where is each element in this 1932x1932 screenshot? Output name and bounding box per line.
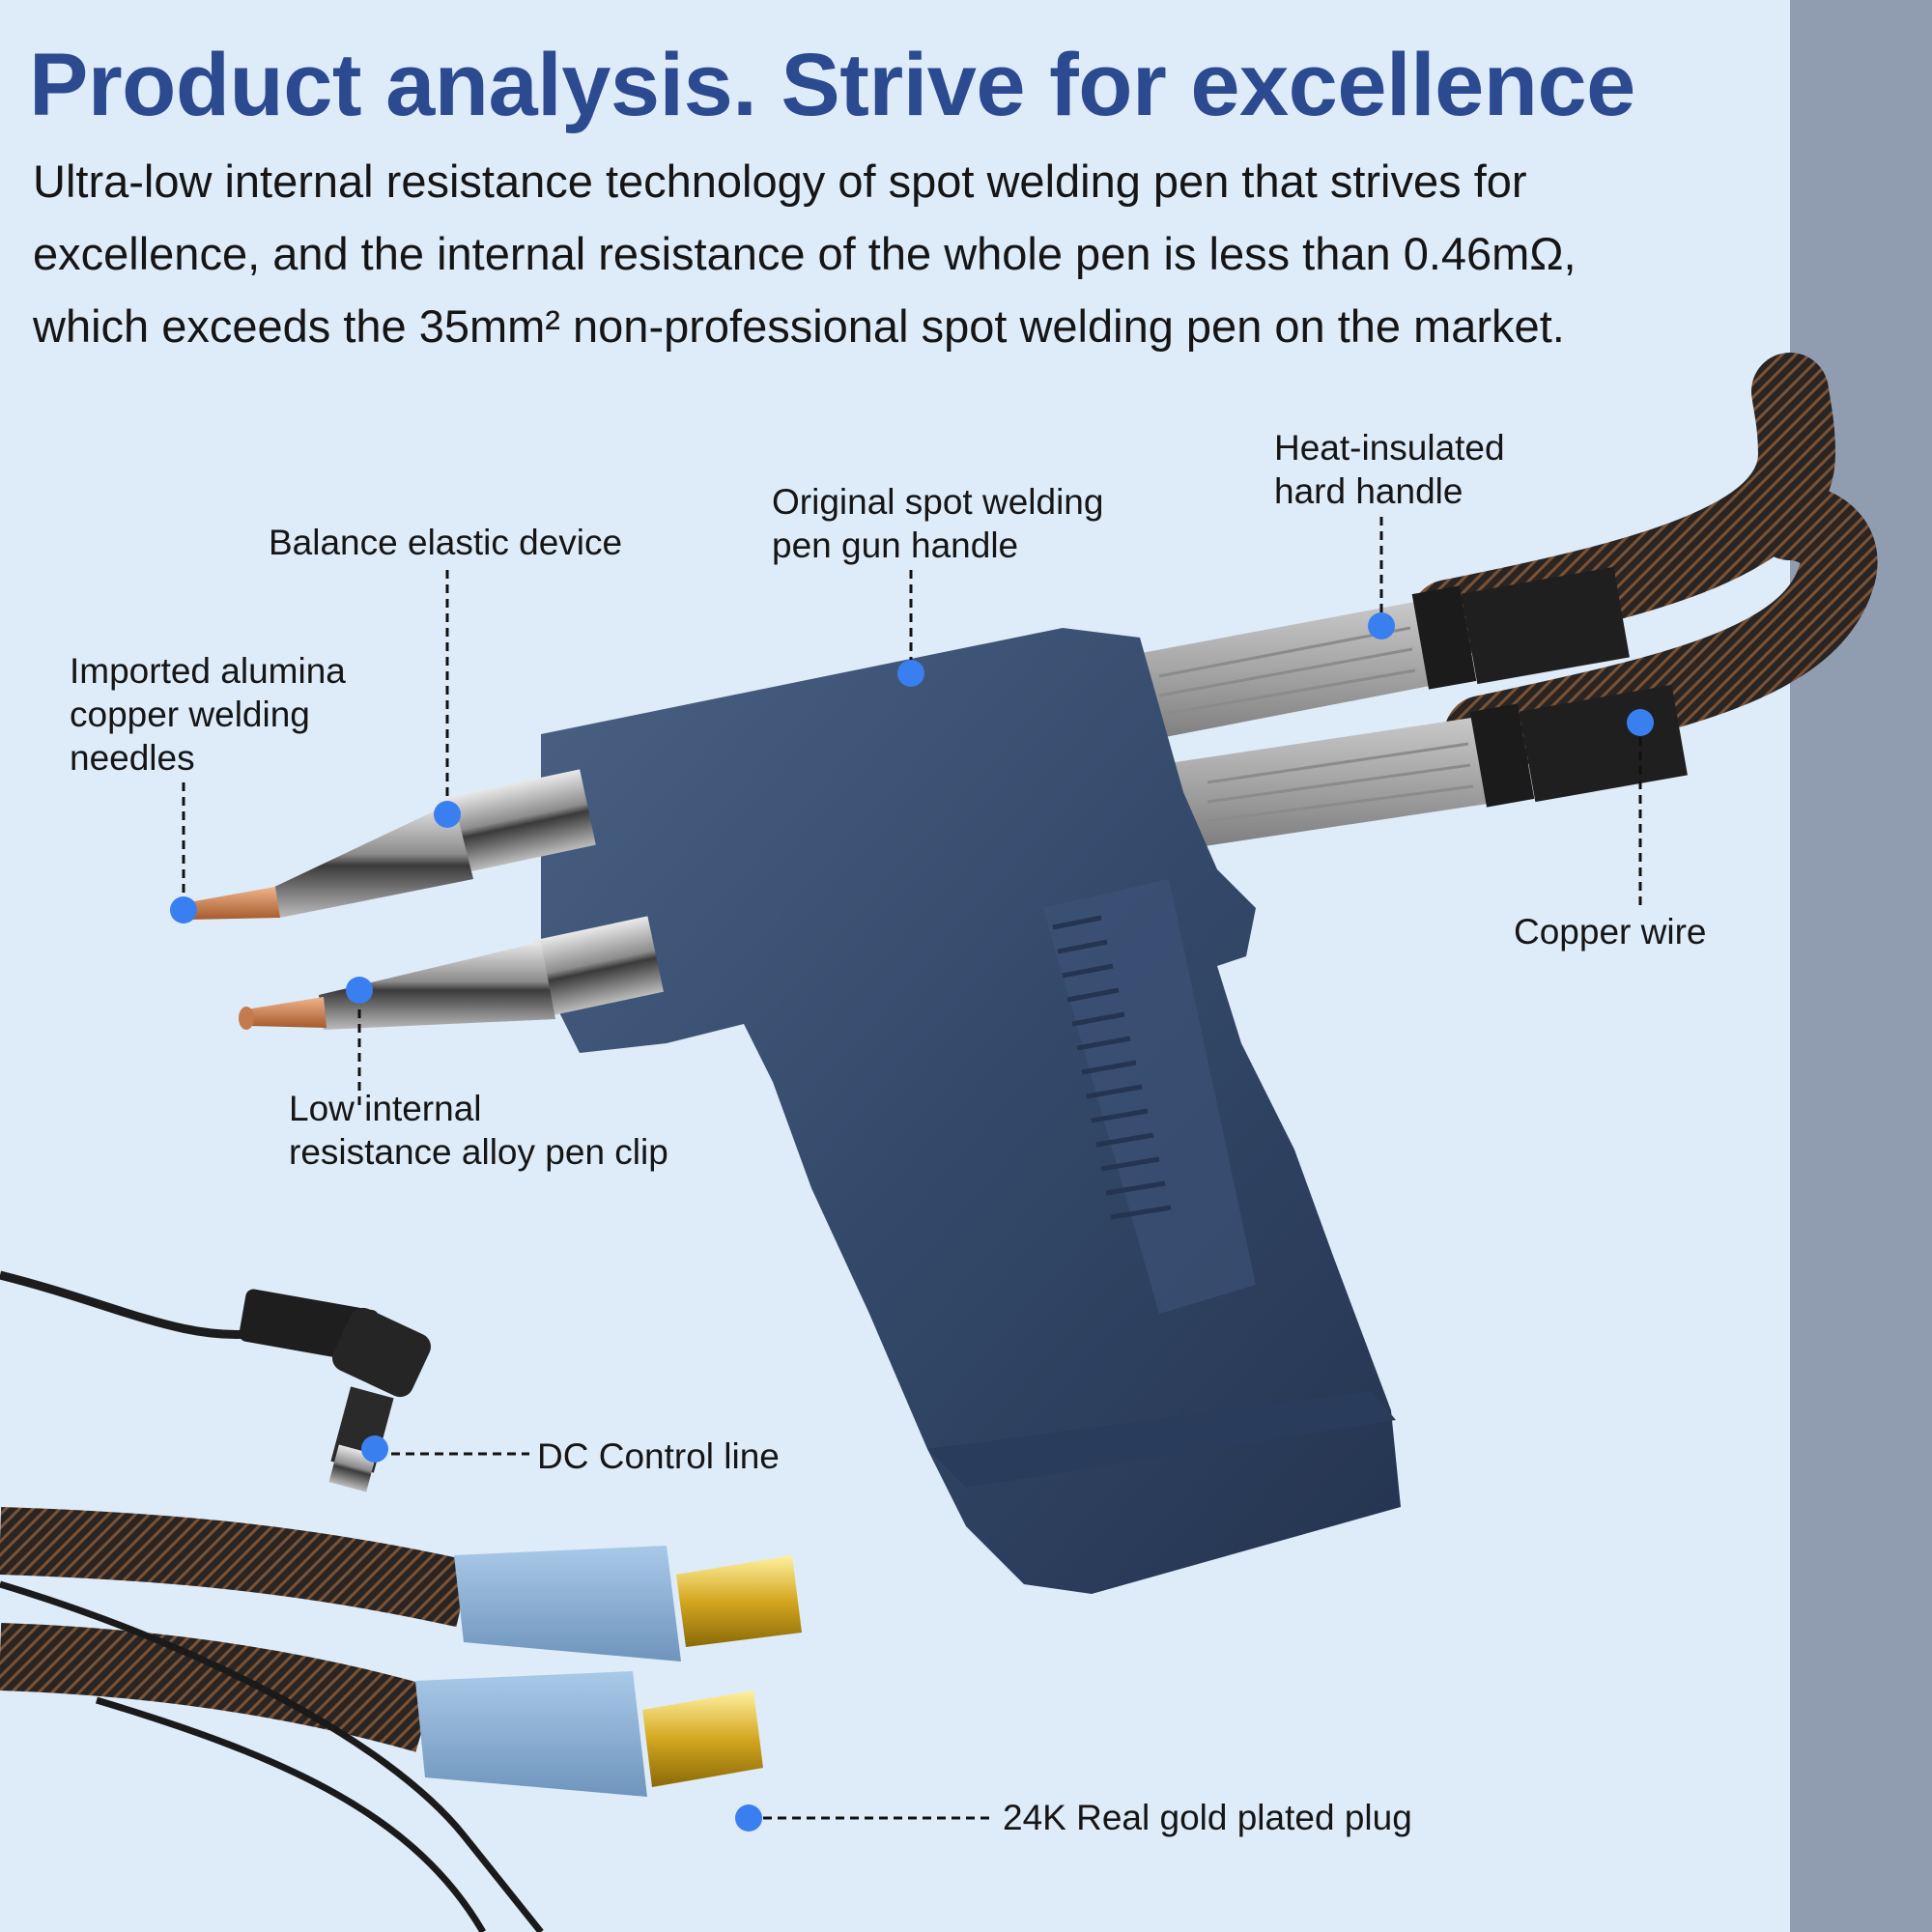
intro-paragraph: Ultra-low internal resistance technology… — [33, 145, 1752, 362]
callout-needles: Imported alumina copper welding needles — [70, 651, 346, 778]
callout-pen-clip: Low internal resistance alloy pen clip — [289, 1089, 668, 1172]
side-band — [1790, 0, 1932, 1932]
intro-line: Ultra-low internal resistance technology… — [33, 156, 1527, 207]
lower-needle — [239, 916, 665, 1030]
callout-balance: Balance elastic device — [269, 523, 623, 562]
callout-lines — [182, 517, 1642, 1820]
grip-ridges — [1052, 915, 1172, 1220]
callout-dc-line: DC Control line — [537, 1436, 780, 1476]
gun-body — [541, 628, 1401, 1594]
marker-dots — [170, 612, 1654, 1832]
dc-control-line — [0, 1270, 431, 1492]
intro-line: excellence, and the internal resistance … — [33, 228, 1577, 279]
callout-plug: 24K Real gold plated plug — [1003, 1798, 1412, 1837]
page-title: Product analysis. Strive for excellence — [29, 36, 1635, 134]
upper-cable — [1410, 353, 1878, 773]
callout-gun-handle: Original spot welding pen gun handle — [772, 482, 1104, 565]
intro-line: which exceeds the 35mm² non-professional… — [33, 300, 1565, 352]
power-plugs — [0, 1507, 802, 1932]
callout-hard-handle: Heat-insulated hard handle — [1274, 428, 1505, 511]
handle-ribs — [1158, 626, 1474, 823]
upper-needle — [176, 769, 596, 923]
callout-copper-wire: Copper wire — [1514, 912, 1707, 952]
hard-handle-lower — [1169, 717, 1488, 850]
